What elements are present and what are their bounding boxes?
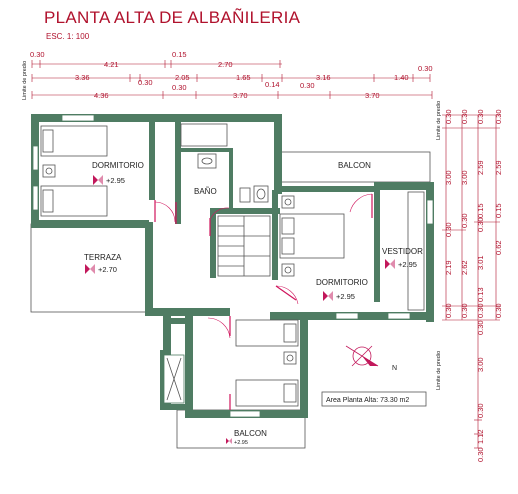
limit-label-right-bottom: Limite de predio (436, 351, 442, 390)
plan-title: PLANTA ALTA DE ALBAÑILERIA (44, 8, 301, 27)
dim-br-1: 3.00 (476, 357, 485, 372)
dim-right-c2-2: 0.30 (460, 213, 469, 228)
limit-label-left: Limite de predio (22, 61, 28, 100)
right-dimension-labels: 0.30 3.00 0.30 2.19 0.30 0.30 3.00 0.30 … (444, 109, 503, 462)
room-level-terraza: +2.70 (98, 265, 117, 274)
dim-right-c3-4: 3.01 (476, 255, 485, 270)
doors (154, 193, 373, 410)
dim-right-c4-4: 0.30 (494, 303, 503, 318)
level-marker-icon (226, 438, 232, 444)
level-markers (85, 175, 395, 444)
dim-right-c4-2: 0.15 (494, 203, 503, 218)
area-note: Area Planta Alta: 73.30 m2 (326, 397, 409, 404)
level-marker-icon (323, 291, 333, 301)
dim-top-r2-0: 3.36 (75, 73, 90, 82)
dim-top-r2-1: 0.30 (138, 78, 153, 87)
room-level-dormitorio-2: +2.95 (336, 292, 355, 301)
north-label: N (392, 365, 397, 372)
dim-right-c3-0: 0.30 (476, 109, 485, 124)
room-label-dormitorio-2: DORMITORIO (316, 278, 368, 287)
dim-right-c1-4: 0.30 (444, 303, 453, 318)
dim-top-r1-1: 4.21 (104, 60, 119, 69)
room-level-balcon-bottom: +2.95 (234, 440, 248, 446)
room-label-terraza: TERRAZA (84, 253, 122, 262)
dim-right-c1-0: 0.30 (444, 109, 453, 124)
dim-top-r3-1: 0.30 (172, 83, 187, 92)
dim-top-r2-4: 0.14 (265, 80, 280, 89)
room-level-dormitorio-1: +2.95 (106, 176, 125, 185)
dim-right-c3-5: 0.13 (476, 287, 485, 302)
level-marker-icon (85, 264, 95, 274)
dim-right-c4-3: 0.62 (494, 240, 503, 255)
dim-top-r1-0: 0.30 (30, 50, 45, 59)
dim-right-c2-1: 3.00 (460, 170, 469, 185)
level-marker-icon (93, 175, 103, 185)
dim-br-4: 0.30 (476, 447, 485, 462)
top-dimension-lines (31, 60, 433, 99)
dim-top-r2-7: 0.30 (418, 64, 433, 73)
dim-right-c1-3: 2.19 (444, 260, 453, 275)
dim-top-r3-2: 3.70 (233, 91, 248, 100)
dim-right-c3-3: 0.30 (476, 217, 485, 232)
level-marker-icon (385, 259, 395, 269)
dim-right-c1-1: 3.00 (444, 170, 453, 185)
dim-right-c3-2: 0.15 (476, 203, 485, 218)
dim-br-0: 0.30 (476, 320, 485, 335)
dim-br-2: 0.30 (476, 403, 485, 418)
dim-top-r1-2: 0.15 (172, 50, 187, 59)
dim-top-r2-3: 1.65 (236, 73, 251, 82)
room-label-vestidor: VESTIDOR (382, 247, 423, 256)
dim-right-c2-0: 0.30 (460, 109, 469, 124)
dim-right-c3-1: 2.59 (476, 160, 485, 175)
dim-top-r1-3: 2.70 (218, 60, 233, 69)
dim-top-r2-2: 2.05 (175, 73, 190, 82)
dim-right-c2-4: 0.30 (460, 303, 469, 318)
room-label-balcon-top: BALCON (338, 161, 371, 170)
dim-top-r3-3: 0.30 (300, 81, 315, 90)
dim-top-r3-0: 4.36 (94, 91, 109, 100)
dim-right-c3-6: 0.30 (476, 303, 485, 318)
area-note-box (321, 391, 427, 407)
top-dimension-labels: 0.30 4.21 0.15 2.70 3.36 0.30 2.05 1.65 … (30, 50, 433, 100)
dim-top-r3-4: 3.70 (365, 91, 380, 100)
room-label-balcon-bottom: BALCON (234, 429, 267, 438)
dim-right-c4-1: 2.59 (494, 160, 503, 175)
plan-scale: ESC. 1: 100 (46, 32, 90, 41)
dim-right-c1-2: 0.30 (444, 222, 453, 237)
dim-right-c2-3: 2.62 (460, 260, 469, 275)
room-label-bano: BAÑO (194, 187, 217, 196)
dim-right-c4-0: 0.30 (494, 109, 503, 124)
north-arrow-icon (345, 345, 379, 367)
room-level-vestidor: +2.95 (398, 260, 417, 269)
right-dimension-lines (442, 114, 500, 449)
limit-label-right-top: Limite de predio (436, 101, 442, 140)
furniture (40, 123, 425, 407)
dim-top-r2-6: 1.40 (394, 73, 409, 82)
dim-br-3: 1.12 (476, 429, 485, 444)
room-label-dormitorio-1: DORMITORIO (92, 161, 144, 170)
dim-top-r2-5: 3.16 (316, 73, 331, 82)
